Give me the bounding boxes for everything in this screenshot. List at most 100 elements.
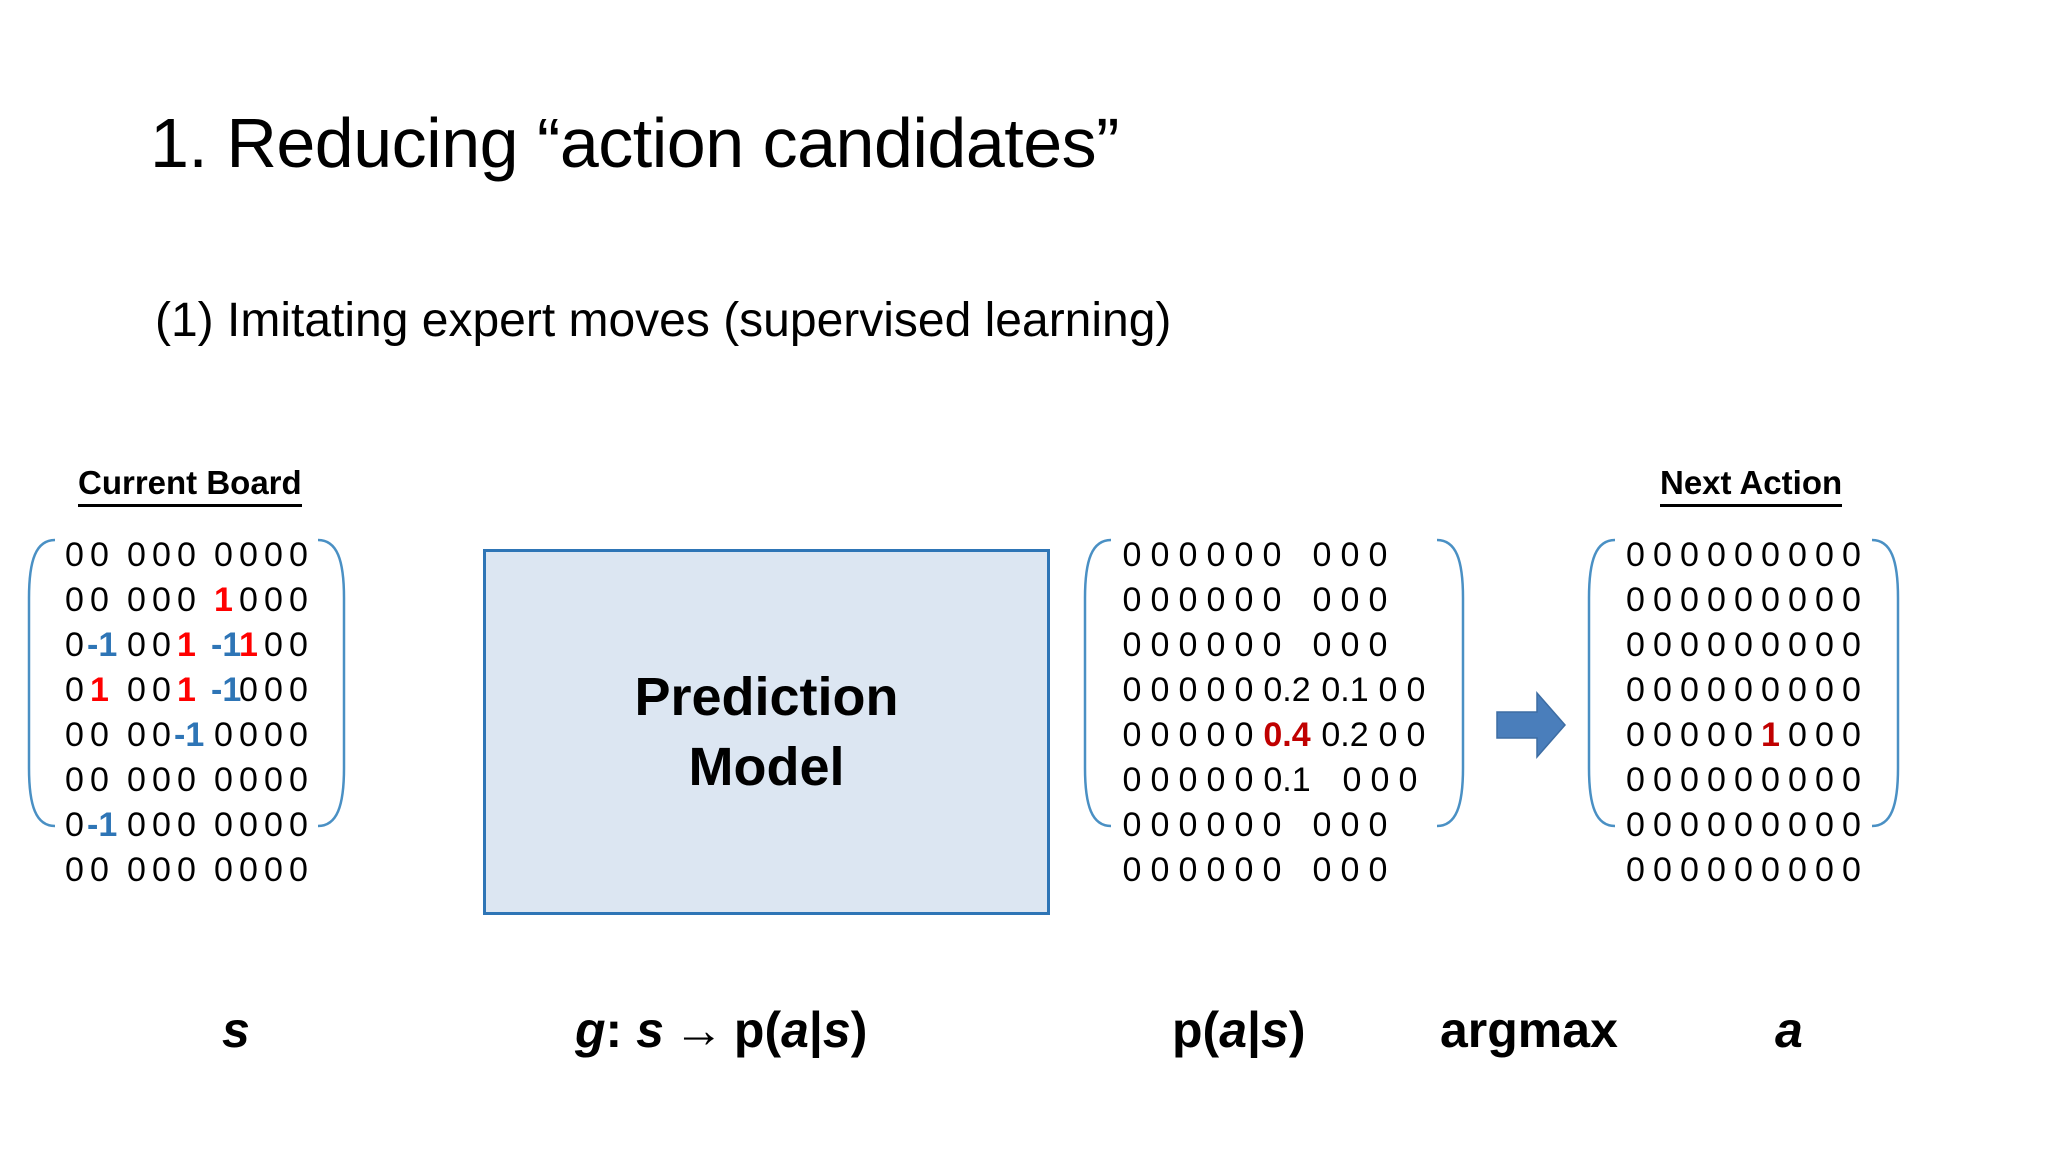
matrix-cell: 1 xyxy=(177,671,196,709)
matrix-cell: 0 xyxy=(1368,581,1388,619)
label-state: s xyxy=(222,1005,250,1055)
matrix-cell: 0 xyxy=(289,716,308,754)
matrix-cell: 0 xyxy=(1150,806,1170,844)
matrix-cell: 0 xyxy=(1788,581,1807,619)
matrix-cell: 0 xyxy=(289,806,308,844)
matrix-cell: 0 xyxy=(1653,626,1672,664)
matrix-cell: 0 xyxy=(1653,806,1672,844)
matrix-cell: 0 xyxy=(1761,581,1780,619)
arrow-glyph-icon: → xyxy=(673,1002,724,1058)
matrix-cell: 0 xyxy=(1206,671,1226,709)
matrix-cell: 0 xyxy=(1340,851,1360,889)
matrix-cell: 0 xyxy=(239,536,258,574)
matrix-cell: 0 xyxy=(1680,536,1699,574)
matrix-cell: 0 xyxy=(1340,536,1360,574)
matrix-cell: 0 xyxy=(239,761,258,799)
matrix-cell: 0 xyxy=(1761,761,1780,799)
matrix-cell: 0 xyxy=(1122,626,1142,664)
matrix-cell: 0 xyxy=(1653,536,1672,574)
matrix-cell: 0 xyxy=(264,536,283,574)
matrix-cell: 0 xyxy=(289,581,308,619)
matrix-cell: 0 xyxy=(1653,761,1672,799)
matrix-cell: 0 xyxy=(1122,851,1142,889)
label-state-text: s xyxy=(222,1002,250,1058)
matrix-cell: 0 xyxy=(1370,761,1390,799)
matrix-cell: 1 xyxy=(90,671,109,709)
matrix-cell: 0 xyxy=(1788,671,1807,709)
matrix-cell: 0 xyxy=(1842,671,1861,709)
matrix-cell: 0 xyxy=(214,716,233,754)
matrix-cell: 0 xyxy=(1653,581,1672,619)
matrix-cell: 0 xyxy=(1707,536,1726,574)
bracket-right-board xyxy=(317,538,347,898)
caption-next-action: Next Action xyxy=(1660,466,1843,507)
matrix-cell: 0 xyxy=(1234,851,1254,889)
matrix-cell: 0 xyxy=(1815,626,1834,664)
matrix-cell: 0 xyxy=(127,806,146,844)
matrix-cell: 0 xyxy=(1842,806,1861,844)
label-mapping-colon: : xyxy=(605,1002,637,1058)
matrix-cell: 0 xyxy=(264,581,283,619)
matrix-cell: 0 xyxy=(1368,536,1388,574)
matrix-cell: 0 xyxy=(1150,536,1170,574)
matrix-cell: 0 xyxy=(1312,806,1332,844)
matrix-cell: 0 xyxy=(1761,626,1780,664)
matrix-cell: 0 xyxy=(1368,851,1388,889)
matrix-cell: 0 xyxy=(1122,671,1142,709)
matrix-cell: 0 xyxy=(1342,761,1362,799)
prediction-model-line-1: Prediction xyxy=(634,666,899,727)
matrix-cell: 1 xyxy=(239,626,258,664)
matrix-cell: 0 xyxy=(1707,671,1726,709)
matrix-cell: 0 xyxy=(1626,581,1645,619)
matrix-cell: 0 xyxy=(1262,851,1282,889)
matrix-cell: 0 xyxy=(1178,716,1198,754)
matrix-cell: 0 xyxy=(1653,716,1672,754)
matrix-cell: 0 xyxy=(1680,581,1699,619)
matrix-cell: 0 xyxy=(127,671,146,709)
matrix-cell: 0 xyxy=(239,716,258,754)
matrix-cell: 0 xyxy=(1842,761,1861,799)
matrix-cell: 0 xyxy=(1626,626,1645,664)
matrix-cell: 0 xyxy=(1378,671,1398,709)
matrix-cell: 0 xyxy=(1122,806,1142,844)
label-mapping-s: s xyxy=(636,1002,664,1058)
matrix-cell: 0 xyxy=(177,536,196,574)
matrix-cell: 0 xyxy=(1842,536,1861,574)
prediction-model-box[interactable]: Prediction Model xyxy=(483,549,1050,915)
matrix-cell: 0 xyxy=(1122,536,1142,574)
matrix-cell: 0 xyxy=(1626,536,1645,574)
label-mapping: g: s→p(a|s) xyxy=(575,1005,867,1055)
slide-subtitle: (1) Imitating expert moves (supervised l… xyxy=(155,294,1172,347)
bracket-right-action xyxy=(1871,538,1901,898)
matrix-cell: 0 xyxy=(1653,851,1672,889)
matrix-cell: 0 xyxy=(1206,536,1226,574)
matrix-cell: 0 xyxy=(1815,716,1834,754)
matrix-cell: 0 xyxy=(264,851,283,889)
right-block-arrow-icon xyxy=(1495,690,1567,760)
bracket-left-probability xyxy=(1082,538,1112,898)
matrix-cell: 0 xyxy=(1815,851,1834,889)
matrix-cell: 0 xyxy=(1178,626,1198,664)
matrix-cell: 0.2 xyxy=(1321,716,1369,754)
matrix-cell: 0 xyxy=(65,761,84,799)
prediction-model-line-2: Model xyxy=(688,737,845,797)
matrix-cell: 0 xyxy=(127,851,146,889)
matrix-cell: 0 xyxy=(1178,851,1198,889)
matrix-cell: 0 xyxy=(1340,581,1360,619)
matrix-cell: -1 xyxy=(211,671,242,709)
matrix-cell: 0 xyxy=(264,626,283,664)
matrix-cell: -1 xyxy=(174,716,205,754)
